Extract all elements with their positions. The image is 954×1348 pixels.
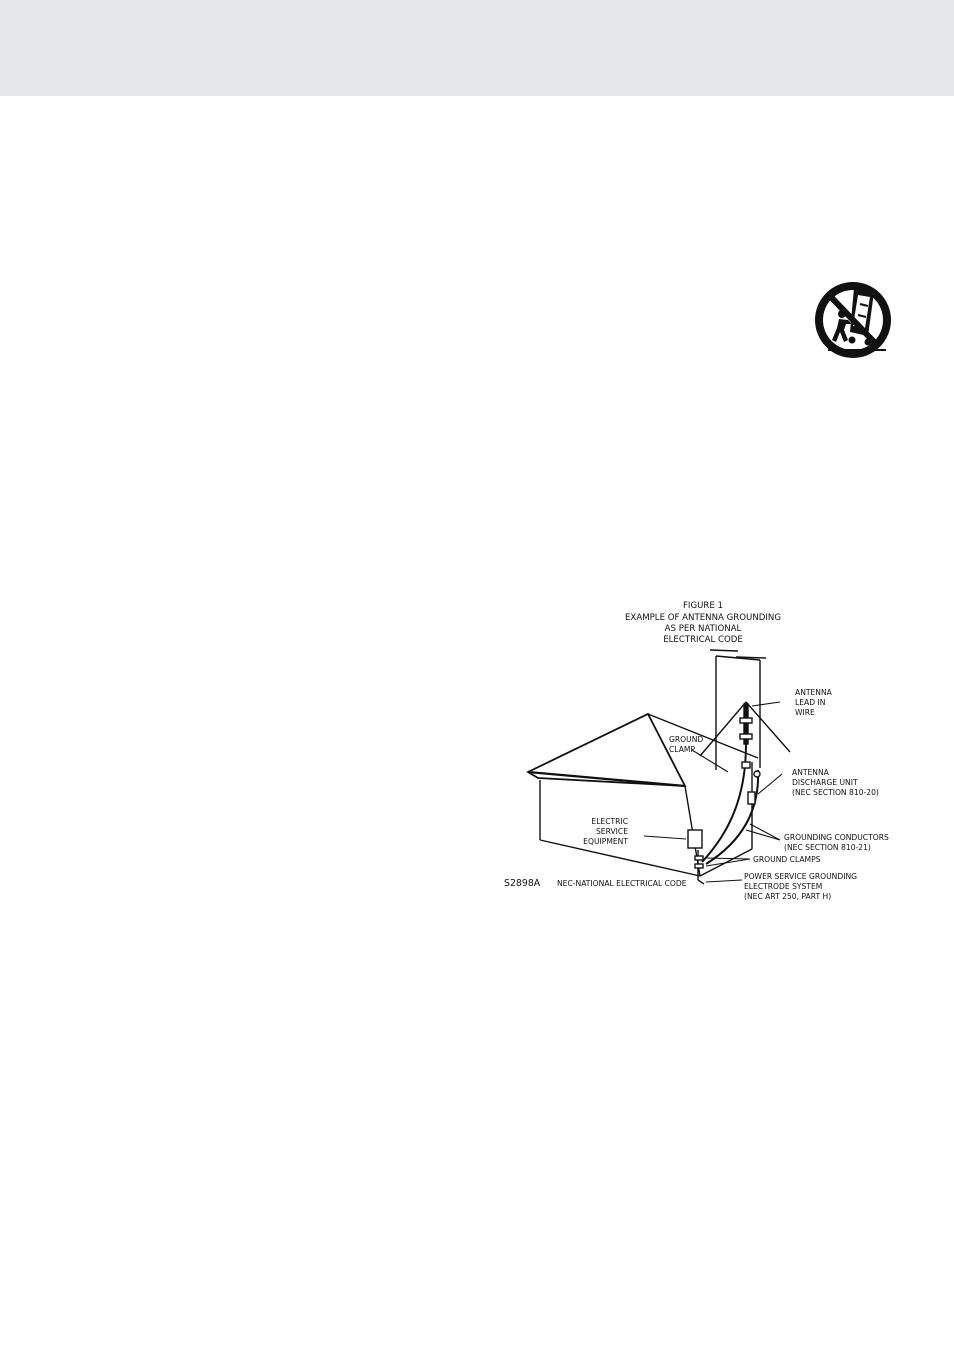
svg-text:GROUND CLAMPS: GROUND CLAMPS bbox=[753, 855, 821, 864]
electric-service-box bbox=[687, 829, 705, 885]
svg-text:(NEC SECTION 810-20): (NEC SECTION 810-20) bbox=[792, 788, 879, 797]
figure-code-note: S2898A NEC-NATIONAL ELECTRICAL CODE bbox=[504, 878, 687, 889]
svg-text:ANTENNA: ANTENNA bbox=[792, 768, 830, 777]
svg-text:DISCHARGE UNIT: DISCHARGE UNIT bbox=[792, 778, 858, 787]
leader-lines bbox=[643, 701, 783, 883]
svg-text:EQUIPMENT: EQUIPMENT bbox=[583, 837, 628, 846]
svg-text:POWER SERVICE GROUNDING: POWER SERVICE GROUNDING bbox=[744, 872, 857, 881]
svg-text:GROUNDING CONDUCTORS: GROUNDING CONDUCTORS bbox=[784, 833, 889, 842]
svg-text:WIRE: WIRE bbox=[795, 708, 815, 717]
cart-tip-over-warning-icon bbox=[808, 278, 900, 360]
svg-text:NEC-NATIONAL ELECTRICAL CODE: NEC-NATIONAL ELECTRICAL CODE bbox=[557, 879, 687, 888]
svg-text:CLAMP: CLAMP bbox=[669, 745, 695, 754]
svg-text:FIGURE 1: FIGURE 1 bbox=[683, 601, 723, 611]
svg-text:(NEC ART 250, PART H): (NEC ART 250, PART H) bbox=[744, 892, 831, 901]
svg-text:S2898A: S2898A bbox=[504, 878, 541, 889]
svg-text:GROUND: GROUND bbox=[669, 735, 703, 744]
figure-title: FIGURE 1 EXAMPLE OF ANTENNA GROUNDING AS… bbox=[625, 601, 781, 645]
svg-text:AS PER NATIONAL: AS PER NATIONAL bbox=[665, 624, 742, 634]
antenna-mast bbox=[699, 649, 791, 865]
svg-text:SERVICE: SERVICE bbox=[596, 827, 628, 836]
header-band bbox=[0, 0, 954, 96]
svg-text:ANTENNA: ANTENNA bbox=[795, 688, 833, 697]
svg-text:ELECTRICAL CODE: ELECTRICAL CODE bbox=[663, 635, 743, 645]
svg-text:EXAMPLE OF ANTENNA GROUNDING: EXAMPLE OF ANTENNA GROUNDING bbox=[625, 613, 781, 623]
label-antenna-discharge-unit: ANTENNA DISCHARGE UNIT (NEC SECTION 810-… bbox=[792, 768, 879, 797]
svg-text:LEAD IN: LEAD IN bbox=[795, 698, 825, 707]
svg-text:ELECTRODE SYSTEM: ELECTRODE SYSTEM bbox=[744, 882, 822, 891]
label-ground-clamps: GROUND CLAMPS bbox=[753, 855, 821, 864]
label-ground-clamp: GROUND CLAMP bbox=[669, 735, 703, 754]
label-grounding-conductors: GROUNDING CONDUCTORS (NEC SECTION 810-21… bbox=[784, 833, 889, 852]
svg-text:(NEC SECTION 810-21): (NEC SECTION 810-21) bbox=[784, 843, 871, 852]
svg-text:ELECTRIC: ELECTRIC bbox=[591, 817, 628, 826]
label-power-service-grounding: POWER SERVICE GROUNDING ELECTRODE SYSTEM… bbox=[744, 872, 857, 901]
label-antenna-lead-in-wire: ANTENNA LEAD IN WIRE bbox=[795, 688, 833, 717]
label-electric-service-equipment: ELECTRIC SERVICE EQUIPMENT bbox=[583, 817, 628, 846]
antenna-grounding-figure: FIGURE 1 EXAMPLE OF ANTENNA GROUNDING AS… bbox=[470, 594, 920, 914]
